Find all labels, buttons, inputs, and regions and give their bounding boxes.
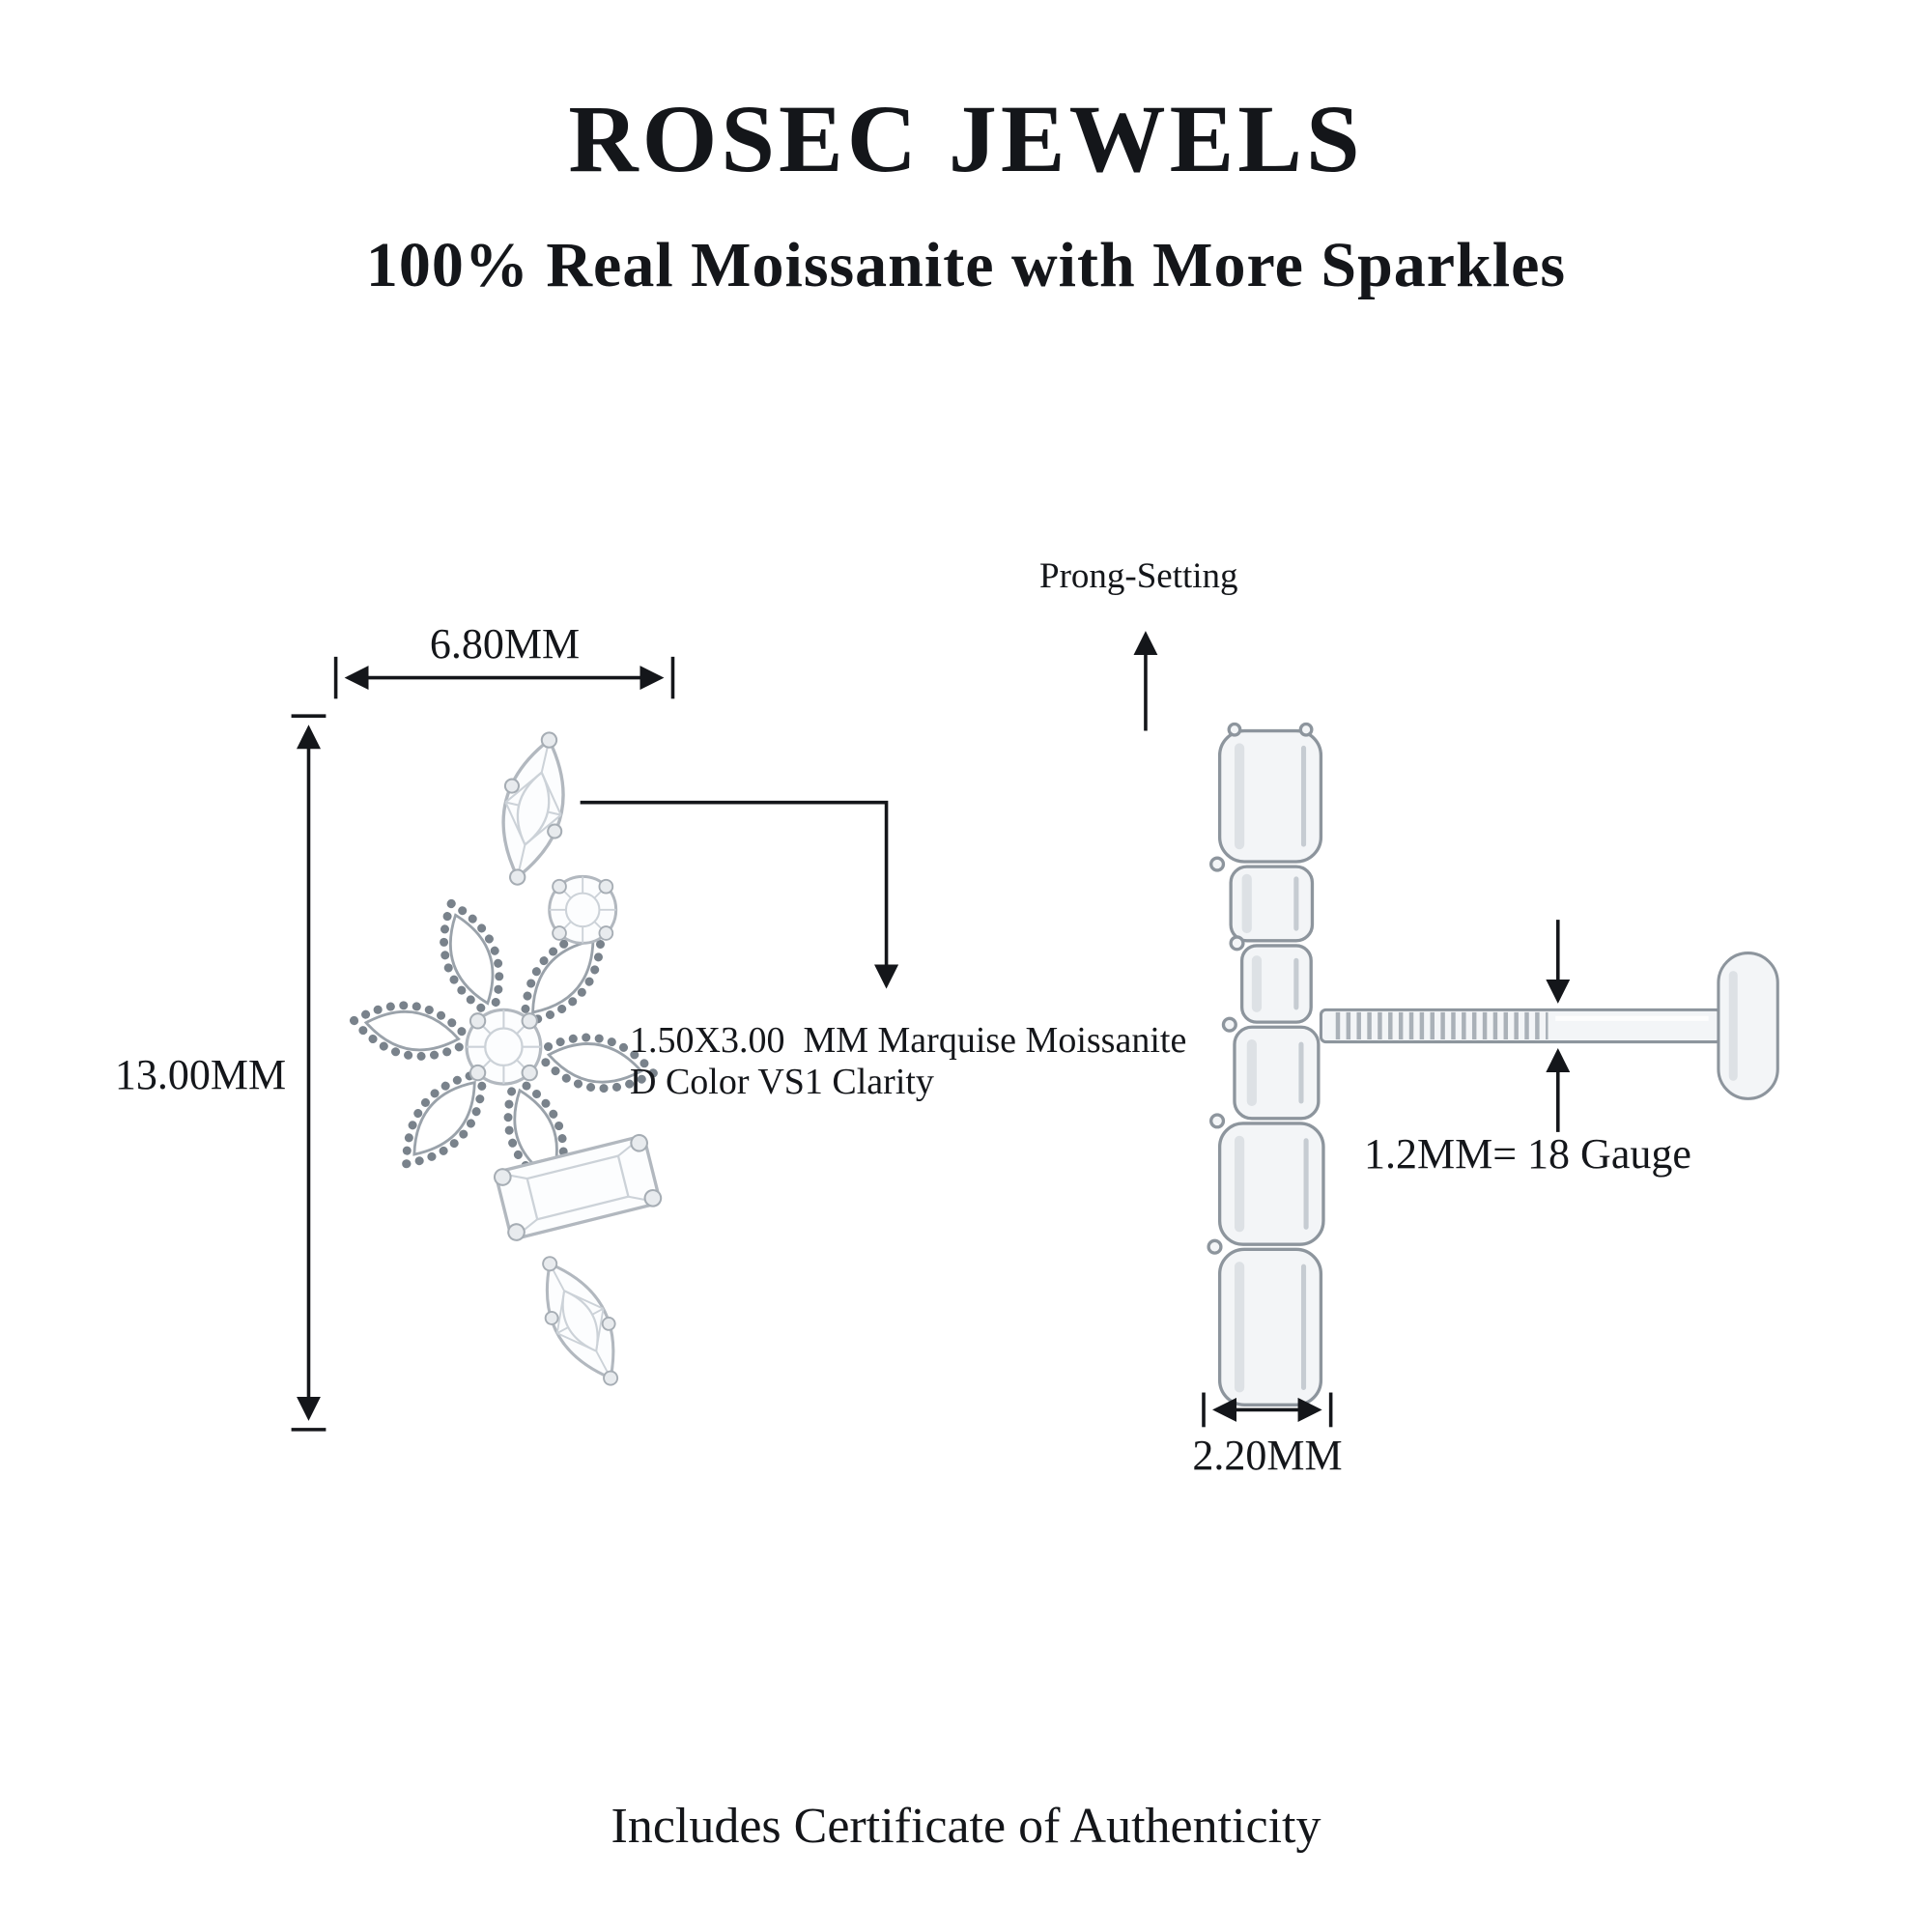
side-stone-shading	[1293, 745, 1309, 1390]
marquise-stone-bottom	[518, 1241, 642, 1400]
side-stone	[1217, 728, 1323, 864]
height-dimension-label: 13.00MM	[114, 1051, 287, 1098]
front-width-dimension	[333, 656, 675, 699]
depth-dimension-label: 2.20MM	[1192, 1432, 1343, 1479]
marquise-stone-top	[482, 724, 584, 894]
round-stone	[548, 874, 618, 945]
certificate-note: Includes Certificate of Authenticity	[611, 1799, 1321, 1854]
prong-tip	[1298, 722, 1314, 737]
side-depth-dimension	[1202, 1392, 1333, 1428]
tagline: 100% Real Moissanite with More Sparkles	[365, 230, 1567, 300]
stone-note-line2: D Color VS1 Clarity	[630, 1061, 934, 1102]
prong-hook	[1229, 935, 1245, 952]
prong-hook	[1207, 1238, 1223, 1255]
flower-center-stone	[465, 1008, 543, 1086]
side-stone	[1217, 1122, 1325, 1246]
stone-note-line1: 1.50X3.00 MM Marquise Moissanite	[630, 1020, 1187, 1061]
stone-note: 1.50X3.00 MM Marquise Moissanite D Color…	[630, 1020, 1186, 1102]
prong-hook	[1221, 1016, 1237, 1033]
side-stone-highlight	[1234, 743, 1263, 1393]
baguette-stone	[491, 1131, 665, 1244]
front-view-illustration	[350, 724, 665, 1400]
side-view-illustration	[1207, 722, 1779, 1406]
flower-petal	[350, 996, 475, 1065]
front-height-dimension	[291, 714, 327, 1432]
prong-setting-label: Prong-Setting	[1039, 556, 1238, 596]
side-stone-stack	[1207, 722, 1325, 1406]
flower-petal	[428, 895, 515, 1024]
brand-title: ROSEC JEWELS	[568, 85, 1364, 192]
stone-leader-line	[580, 800, 899, 989]
flat-back-disc	[1717, 952, 1779, 1100]
screw-post	[1319, 1008, 1723, 1044]
prong-tip	[1227, 722, 1242, 737]
gauge-label: 1.2MM= 18 Gauge	[1364, 1130, 1691, 1178]
prong-hook	[1209, 856, 1226, 872]
width-dimension-label: 6.80MM	[429, 620, 581, 668]
prong-hook	[1209, 1113, 1226, 1129]
disc-body	[1717, 952, 1779, 1100]
